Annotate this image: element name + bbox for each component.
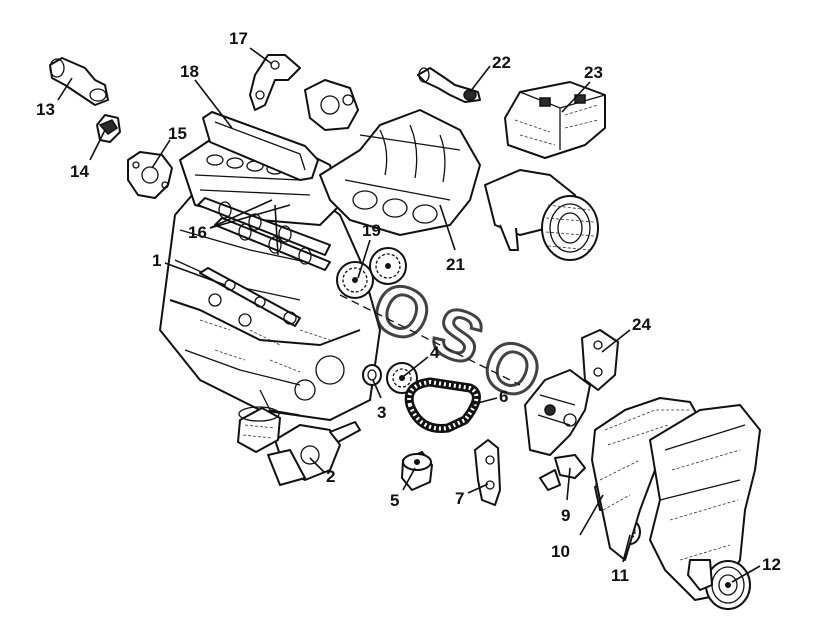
intake-manifold — [319, 109, 481, 236]
callout-label: 13 — [36, 100, 55, 119]
callout-label: 3 — [377, 403, 386, 422]
valve-cover-gasket — [202, 111, 319, 181]
callout-5: 5 — [390, 467, 416, 510]
callout-label: 10 — [551, 542, 570, 561]
idler-bearing — [362, 364, 382, 386]
belt-guide-bracket — [474, 439, 501, 506]
callout-label: 21 — [446, 255, 465, 274]
callout-4: 4 — [403, 343, 440, 377]
callout-label: 17 — [229, 29, 248, 48]
watermark: O S O — [360, 264, 553, 417]
callout-13: 13 — [36, 77, 73, 119]
coolant-pipe — [417, 67, 481, 103]
callout-16: 16 — [188, 199, 291, 256]
water-outlet-elbow — [49, 57, 109, 106]
timing-belt — [404, 377, 481, 434]
callout-label: 14 — [70, 162, 89, 181]
callout-22: 22 — [469, 53, 511, 93]
callout-label: 5 — [390, 491, 399, 510]
callout-23: 23 — [561, 63, 603, 113]
lower-timing-cover — [649, 404, 761, 601]
callout-label: 12 — [762, 555, 781, 574]
crankshaft-rod — [199, 267, 301, 327]
thermostat-housing — [304, 79, 359, 131]
callout-label: 24 — [632, 315, 651, 334]
callout-15: 15 — [151, 124, 187, 169]
callout-label: 23 — [584, 63, 603, 82]
callout-12: 12 — [731, 555, 781, 583]
thermostat-cover — [127, 151, 173, 199]
callout-label: 7 — [455, 489, 464, 508]
callout-label: 18 — [180, 62, 199, 81]
callout-11: 11 — [611, 534, 631, 585]
callout-19: 19 — [357, 221, 381, 279]
callout-label: 19 — [362, 221, 381, 240]
callout-2: 2 — [309, 457, 335, 486]
callout-label: 22 — [492, 53, 511, 72]
idler-pulley — [401, 451, 433, 491]
camshaft-pair — [197, 197, 331, 271]
callout-label: 1 — [152, 251, 161, 270]
callout-3: 3 — [372, 379, 386, 422]
callouts: 1 2 3 4 5 6 7 — [36, 29, 781, 585]
tensioner-bracket — [581, 329, 619, 391]
engine-lift-bracket — [249, 54, 301, 111]
callout-21: 21 — [439, 204, 465, 274]
callout-label: 2 — [326, 467, 335, 486]
throttle-body — [484, 169, 599, 261]
callout-17: 17 — [229, 29, 273, 65]
callout-1: 1 — [152, 251, 226, 286]
crankshaft-pulley — [687, 559, 751, 610]
water-pump — [267, 421, 361, 486]
callout-14: 14 — [70, 129, 106, 181]
camshaft-sprocket — [336, 247, 407, 299]
oil-filter — [237, 406, 281, 453]
callout-24: 24 — [601, 315, 651, 353]
ignition-module — [504, 81, 606, 159]
callout-label: 4 — [430, 343, 440, 362]
callout-18: 18 — [180, 62, 233, 129]
callout-label: 11 — [611, 566, 629, 585]
callout-label: 9 — [561, 506, 570, 525]
callout-label: 16 — [188, 223, 207, 242]
callout-9: 9 — [561, 467, 571, 525]
callout-10: 10 — [551, 494, 604, 561]
callout-label: 15 — [168, 124, 187, 143]
tensioner-assembly — [524, 369, 591, 491]
callout-label: 6 — [499, 387, 508, 406]
callout-6: 6 — [469, 387, 508, 406]
callout-7: 7 — [455, 483, 489, 508]
crank-sprocket — [386, 362, 418, 394]
